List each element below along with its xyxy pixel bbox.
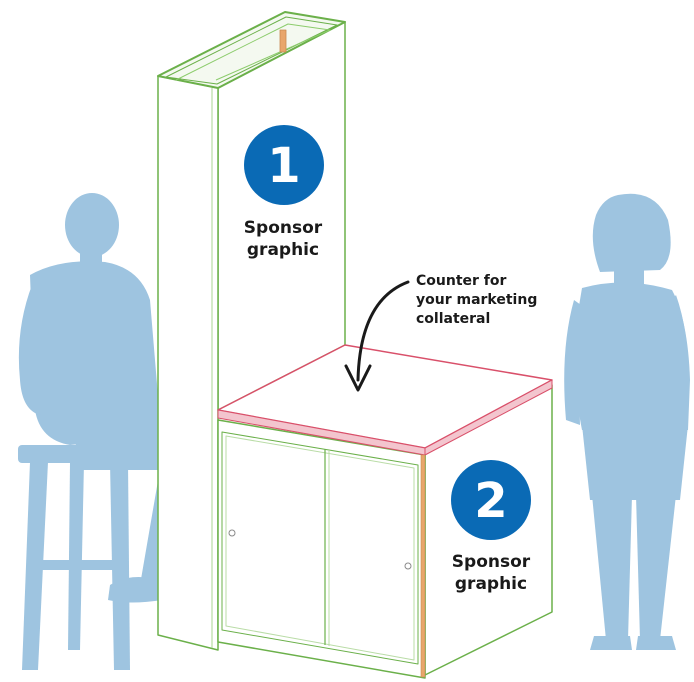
tower-panel (157, 11, 346, 651)
callout-arrow (356, 280, 410, 382)
door-handle-right (404, 562, 412, 570)
marker-2-label-line1: Sponsor (452, 552, 531, 572)
marker-1-number: 1 (267, 138, 300, 194)
door-handle-left (228, 529, 236, 537)
callout-arrowhead (344, 364, 372, 392)
standing-person-silhouette (564, 193, 690, 650)
callout-line1: Counter for (416, 273, 507, 289)
marker-1-label-line1: Sponsor (244, 218, 323, 238)
marker-1-label-line2: graphic (247, 240, 319, 260)
marker-1-badge (244, 125, 324, 205)
callout-line3: collateral (416, 311, 490, 327)
seated-person-silhouette (18, 193, 205, 670)
counter-callout: Counter for your marketing collateral (344, 273, 537, 392)
marker-2-number: 2 (474, 473, 507, 529)
marker-2-badge (451, 460, 531, 540)
marker-1: 1 Sponsor graphic (244, 125, 324, 260)
callout-line2: your marketing (416, 292, 537, 308)
marker-2: 2 Sponsor graphic (451, 460, 531, 594)
marker-2-label-line2: graphic (455, 574, 527, 594)
